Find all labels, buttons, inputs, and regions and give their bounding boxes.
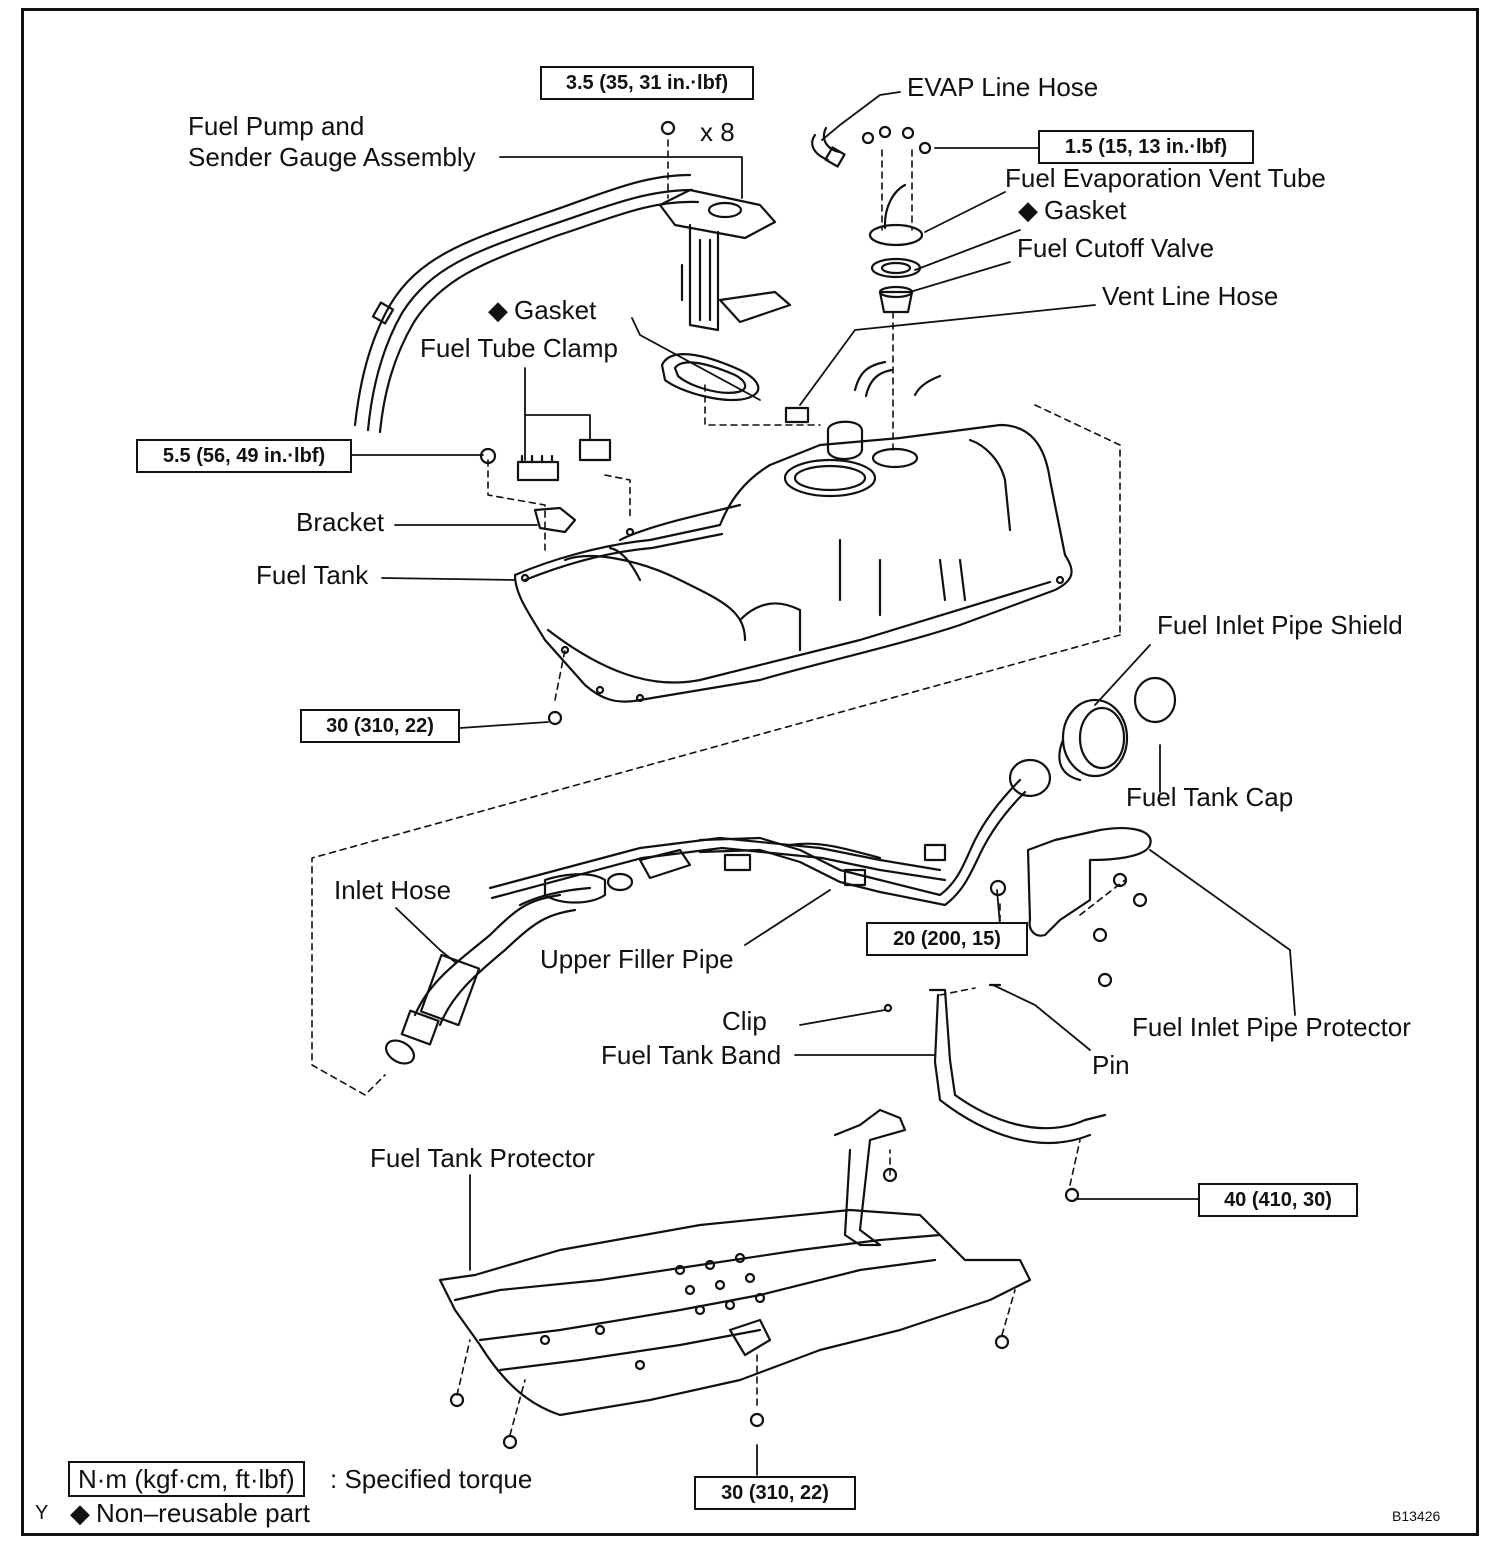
- evap-parts: [811, 125, 932, 314]
- label-gasket-top: ◆Gasket: [1018, 195, 1127, 225]
- label-upper-filler-pipe: Upper Filler Pipe: [540, 944, 734, 974]
- nonreusable-diamond-icon: ◆: [1018, 195, 1038, 225]
- nonreusable-diamond-icon: ◆: [70, 1498, 90, 1528]
- label-vent-line-hose: Vent Line Hose: [1102, 281, 1279, 311]
- legend-nonreusable: ◆Non–reusable part: [70, 1498, 310, 1528]
- vent-hoses: [479, 360, 942, 534]
- torque-box-clamp-bolt: 5.5 (56, 49 in.·lbf): [136, 439, 352, 473]
- filler-pipe: [384, 758, 1052, 1065]
- nonreusable-diamond-icon: ◆: [488, 295, 508, 325]
- label-fuel-evaporation-vent-tube: Fuel Evaporation Vent Tube: [1005, 163, 1326, 193]
- torque-box-tank-bolt: 30 (310, 22): [300, 709, 460, 743]
- torque-box-filler-nut: 20 (200, 15): [866, 922, 1028, 956]
- fuel-tank-protector: [438, 1108, 1032, 1450]
- torque-box-protector-bolt: 30 (310, 22): [694, 1476, 856, 1510]
- legend-torque-unit-box: N·m (kgf·cm, ft·lbf): [68, 1461, 305, 1497]
- label-fuel-pump-line2: Sender Gauge Assembly: [188, 142, 476, 172]
- label-x8: x 8: [700, 117, 735, 147]
- footer-left-mark: Y: [35, 1502, 49, 1524]
- label-fuel-tank: Fuel Tank: [256, 560, 369, 590]
- label-gasket-left: ◆Gasket: [488, 295, 597, 325]
- label-fuel-inlet-pipe-protector: Fuel Inlet Pipe Protector: [1132, 1012, 1411, 1042]
- inlet-shield-and-cap: [1058, 676, 1177, 782]
- fuel-tank: [513, 420, 1073, 726]
- fuel-pump-assembly: [658, 120, 792, 332]
- figure-code: B13426: [1392, 1508, 1441, 1524]
- label-pin: Pin: [1092, 1050, 1130, 1080]
- inlet-pipe-protector: [1026, 827, 1152, 988]
- diagram-frame: [21, 8, 1479, 1536]
- label-fuel-inlet-pipe-shield: Fuel Inlet Pipe Shield: [1157, 610, 1403, 640]
- label-clip: Clip: [722, 1006, 767, 1036]
- leader-lines: [349, 91, 1296, 1476]
- label-bracket: Bracket: [296, 507, 385, 537]
- fuel-lines-top: [353, 173, 700, 434]
- legend-torque-desc: : Specified torque: [330, 1464, 533, 1494]
- label-inlet-hose: Inlet Hose: [334, 875, 452, 905]
- fuel-tank-band: [883, 983, 1107, 1203]
- torque-box-pump-screws: 3.5 (35, 31 in.·lbf): [540, 66, 754, 100]
- label-fuel-pump-line1: Fuel Pump and: [188, 111, 365, 141]
- label-fuel-tank-band: Fuel Tank Band: [601, 1040, 782, 1070]
- label-fuel-cutoff-valve: Fuel Cutoff Valve: [1017, 233, 1215, 263]
- label-fuel-tube-clamp: Fuel Tube Clamp: [420, 333, 618, 363]
- torque-box-evap-screws: 1.5 (15, 13 in.·lbf): [1038, 130, 1254, 164]
- label-evap-line-hose: EVAP Line Hose: [907, 72, 1099, 102]
- label-fuel-tank-cap: Fuel Tank Cap: [1126, 782, 1294, 812]
- gasket-pump: [660, 353, 760, 402]
- torque-box-band-bolt: 40 (410, 30): [1198, 1183, 1358, 1217]
- label-fuel-tank-protector: Fuel Tank Protector: [370, 1143, 595, 1173]
